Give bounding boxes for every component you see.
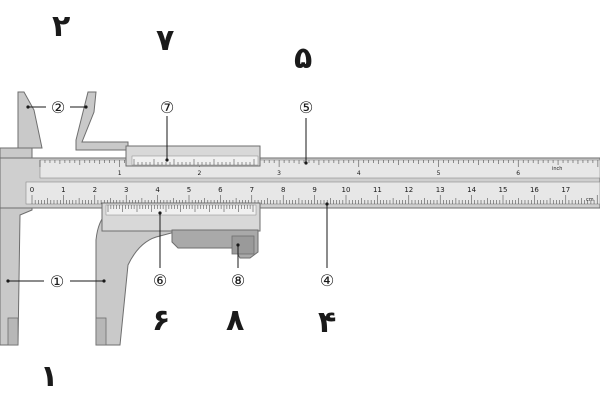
main-scale-number: 17 [561, 186, 570, 194]
arabic-label-5: ۵ [294, 41, 313, 76]
top-scale-unit: inch [552, 166, 562, 172]
top-scale-number: 1 [118, 170, 122, 177]
callout-4: ④ [320, 271, 334, 290]
main-scale-number: 1 [61, 186, 65, 194]
main-scale-strip [25, 181, 600, 205]
main-scale-number: 6 [218, 186, 223, 194]
lower-vernier-ticks [107, 205, 254, 212]
main-scale-number: 10 [342, 186, 351, 194]
main-scale-number: 14 [467, 186, 476, 194]
main-scale-number: 9 [312, 186, 316, 194]
sliding-inside-jaw [75, 91, 129, 151]
leader-dots [6, 105, 329, 283]
main-scale-number: 5 [187, 186, 191, 194]
upper-vernier-scale [131, 155, 259, 166]
main-scale-number: 11 [373, 186, 382, 194]
arabic-label-6: ۶ [152, 303, 171, 338]
callout-8: ⑧ [231, 271, 245, 290]
main-scale-unit: cm [586, 197, 594, 203]
callout-2: ② [51, 98, 65, 117]
sliding-outside-jaw [95, 211, 176, 346]
main-scale-number: 12 [404, 186, 413, 194]
main-scale-number: 15 [499, 186, 508, 194]
callout-1: ① [50, 272, 64, 291]
fixed-inside-jaw [17, 91, 43, 149]
fixed-jaw-tip-notch [7, 317, 19, 346]
arabic-label-8: ٨ [226, 303, 245, 338]
callout-5: ⑤ [299, 98, 313, 117]
main-scale-number: 4 [155, 186, 160, 194]
top-scale-numbers: 1 2 3 4 5 6 [118, 170, 521, 177]
main-scale-number: 2 [93, 186, 97, 194]
sliding-jaw-tip-notch [95, 317, 107, 346]
arabic-label-1: ١ [40, 359, 59, 394]
arabic-label-4: ۴ [318, 305, 337, 340]
top-scale-number: 4 [357, 170, 361, 177]
callout-6: ⑥ [153, 271, 167, 290]
thumb-grip [231, 235, 255, 255]
upper-vernier-ticks [133, 159, 255, 165]
main-scale-number: 7 [250, 186, 254, 194]
callout-7: ⑦ [160, 98, 174, 117]
main-scale-number: 16 [530, 186, 539, 194]
main-scale-number: 0 [30, 186, 34, 194]
top-scale-number: 6 [516, 170, 520, 177]
top-scale-number: 2 [197, 170, 201, 177]
top-scale-number: 3 [277, 170, 281, 177]
lower-vernier-scale [105, 204, 257, 216]
callout-leaders [8, 106, 328, 282]
main-scale-number: 3 [124, 186, 128, 194]
main-scale-number: 8 [281, 186, 285, 194]
top-scale-number: 5 [437, 170, 441, 177]
arabic-label-7: ٧ [156, 23, 175, 58]
arabic-label-2: ٢ [52, 9, 71, 44]
main-scale-number: 13 [436, 186, 445, 194]
